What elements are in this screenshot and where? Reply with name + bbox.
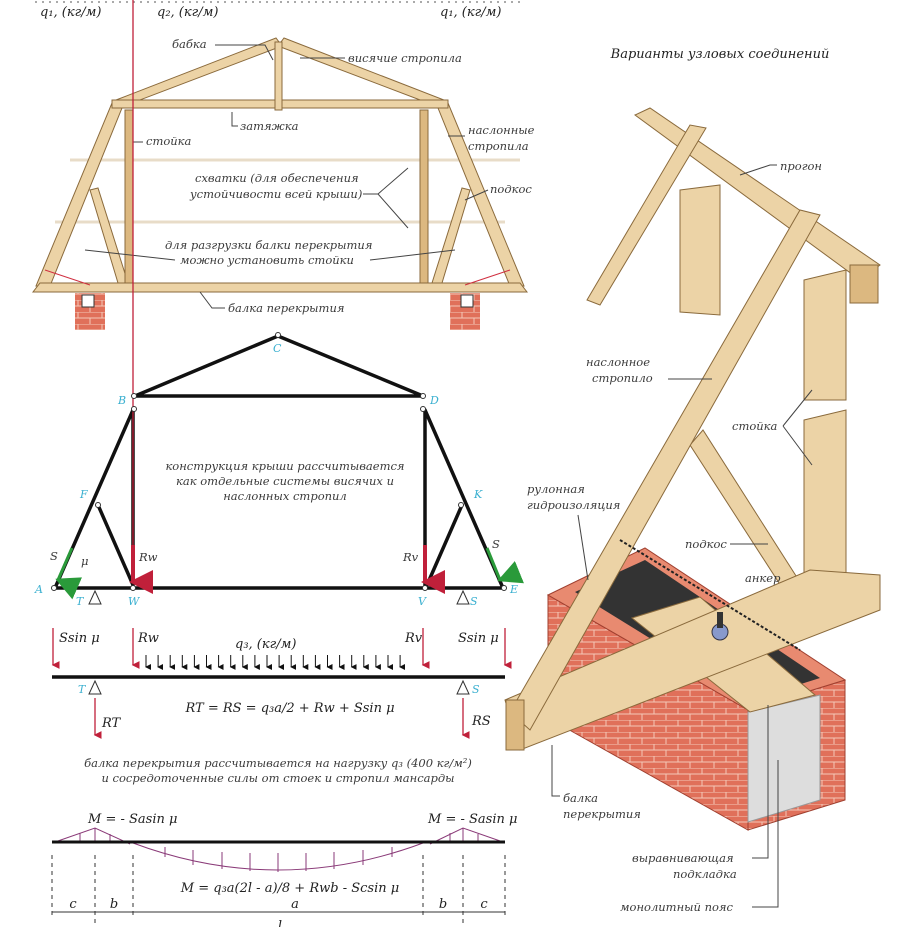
label-rs: RS: [471, 714, 491, 729]
dim-c-right: c: [480, 897, 488, 912]
label-roll-2: гидроизоляция: [527, 498, 620, 512]
point-k: K: [473, 488, 483, 501]
point-a: A: [34, 583, 43, 596]
beam-supports: [88, 679, 470, 695]
dim-b-left: b: [110, 897, 118, 912]
joint-variants: Варианты узловых соединений прогон насло…: [504, 47, 881, 914]
label-unload-2: можно установить стойки: [180, 253, 354, 267]
label-rw: Rw: [138, 550, 158, 564]
dimension-guides: [51, 855, 506, 927]
label-beam-2: перекрытия: [563, 807, 641, 821]
label-babka: бабка: [172, 37, 207, 51]
beam-point-t: T: [78, 683, 87, 696]
label-pad-2: подкладка: [673, 867, 737, 881]
joints-title: Варианты узловых соединений: [610, 47, 830, 62]
label-rv: Rv: [402, 550, 419, 564]
dim-l: l: [278, 919, 282, 927]
moment-left-label: M = - Sasin μ: [87, 812, 177, 827]
s-arrow-right: [485, 547, 524, 584]
load-q2: q₂, (кг/м): [157, 5, 218, 20]
label-beam-1: балка: [563, 791, 598, 805]
purlin-end: [849, 264, 879, 304]
post-upper: [803, 269, 847, 401]
label-anchor: анкер: [745, 571, 781, 585]
post-left: [124, 109, 134, 286]
label-s-left: S: [50, 549, 58, 563]
top-truss: q₁, (кг/м) q₂, (кг/м) q₁, (кг/м) бабка в: [31, 1, 535, 330]
floor-beam: [31, 282, 529, 293]
label-roll-1: рулонная: [527, 482, 585, 496]
dim-b-right: b: [439, 897, 447, 912]
point-f: F: [79, 488, 88, 501]
point-s: S: [470, 595, 478, 608]
dim-a: a: [291, 897, 299, 912]
purlin: [634, 107, 881, 281]
label-strut: подкос: [490, 182, 532, 196]
label-rafter-2: стропило: [592, 371, 653, 385]
beam-note-1: балка перекрытия рассчитывается на нагру…: [84, 756, 472, 770]
supports: [88, 589, 470, 605]
strut-left: [89, 187, 129, 284]
moment-right-label: M = - Sasin μ: [427, 812, 517, 827]
distributed-load-arrows: [145, 655, 406, 670]
point-b: B: [117, 394, 126, 407]
rafter-top-left: [586, 124, 707, 306]
label-ssin-left: Ssin μ: [59, 631, 100, 646]
label-mu: μ: [81, 554, 88, 568]
moment-diagram: M = - Sasin μ M = - Sasin μ M = q₃a(2l -…: [51, 812, 517, 927]
point-d: D: [429, 394, 439, 407]
point-v: V: [418, 595, 427, 608]
beam-point-s: S: [472, 683, 480, 696]
static-scheme: C B D F K A E T W V S Rw Rv S S μ констр…: [34, 0, 524, 608]
point-t: T: [76, 595, 85, 608]
label-floor-beam: балка перекрытия: [228, 301, 344, 315]
label-post-3d: стойка: [732, 419, 778, 433]
label-beam-rv: Rv: [404, 631, 423, 646]
label-ssin-right: Ssin μ: [458, 631, 499, 646]
label-strut-3d: подкос: [685, 537, 727, 551]
beam-note-2: и сосредоточенные силы от стоек и стропи…: [101, 771, 454, 785]
s-arrow-left: [55, 547, 83, 600]
hanging-rafter-system: [134, 334, 424, 398]
label-post: стойка: [146, 134, 192, 148]
label-hanging-rafters: висячие стропила: [348, 51, 462, 65]
load-q1-right: q₁, (кг/м): [440, 5, 501, 20]
dim-c-left: c: [69, 897, 77, 912]
moment-hatch: [79, 828, 479, 872]
label-belt: монолитный пояс: [620, 900, 734, 914]
load-q1-left: q₁, (кг/м): [40, 5, 101, 20]
strut-right: [431, 187, 471, 284]
point-w: W: [128, 595, 141, 608]
label-unload-1: для разгрузки балки перекрытия: [165, 238, 372, 252]
label-layered-rafters-1: наслонные: [468, 123, 535, 137]
label-beam-rw: Rw: [137, 631, 159, 646]
post-top-left: [679, 184, 721, 316]
king-post: [274, 41, 283, 111]
label-pad-1: выравнивающая: [632, 851, 734, 865]
label-purlin: прогон: [780, 159, 822, 173]
point-e: E: [509, 583, 518, 596]
anchor-wire: [619, 539, 801, 651]
label-q3: q₃, (кг/м): [235, 637, 296, 652]
hanging-rafter-right: [277, 37, 446, 107]
label-layered-rafters-2: стропила: [468, 139, 529, 153]
post-right: [419, 109, 429, 286]
scheme-note-1: конструкция крыши рассчитывается: [165, 459, 404, 473]
point-c: C: [273, 342, 282, 355]
label-braces-2: устойчивости всей крыши): [189, 187, 362, 201]
beam-load-diagram: Ssin μ Rw Rv Ssin μ q₃, (кг/м) T S RT RS…: [51, 628, 512, 785]
label-rt: RT: [101, 716, 122, 731]
label-tie: затяжка: [240, 119, 299, 133]
scheme-note-3: наслонных стропил: [223, 489, 347, 503]
moment-formula: M = q₃a(2l - a)/8 + Rwb - Scsin μ: [180, 881, 399, 896]
label-braces-1: схватки (для обеспечения: [195, 171, 359, 185]
beam-end: [505, 699, 525, 751]
label-s-right: S: [492, 537, 500, 551]
reaction-formula: RT = RS = q₃a/2 + Rw + Ssin μ: [184, 701, 394, 716]
monolithic-belt: [747, 694, 821, 823]
label-rafter-1: наслонное: [586, 355, 650, 369]
scheme-note-2: как отдельные системы висячих и: [176, 474, 394, 488]
